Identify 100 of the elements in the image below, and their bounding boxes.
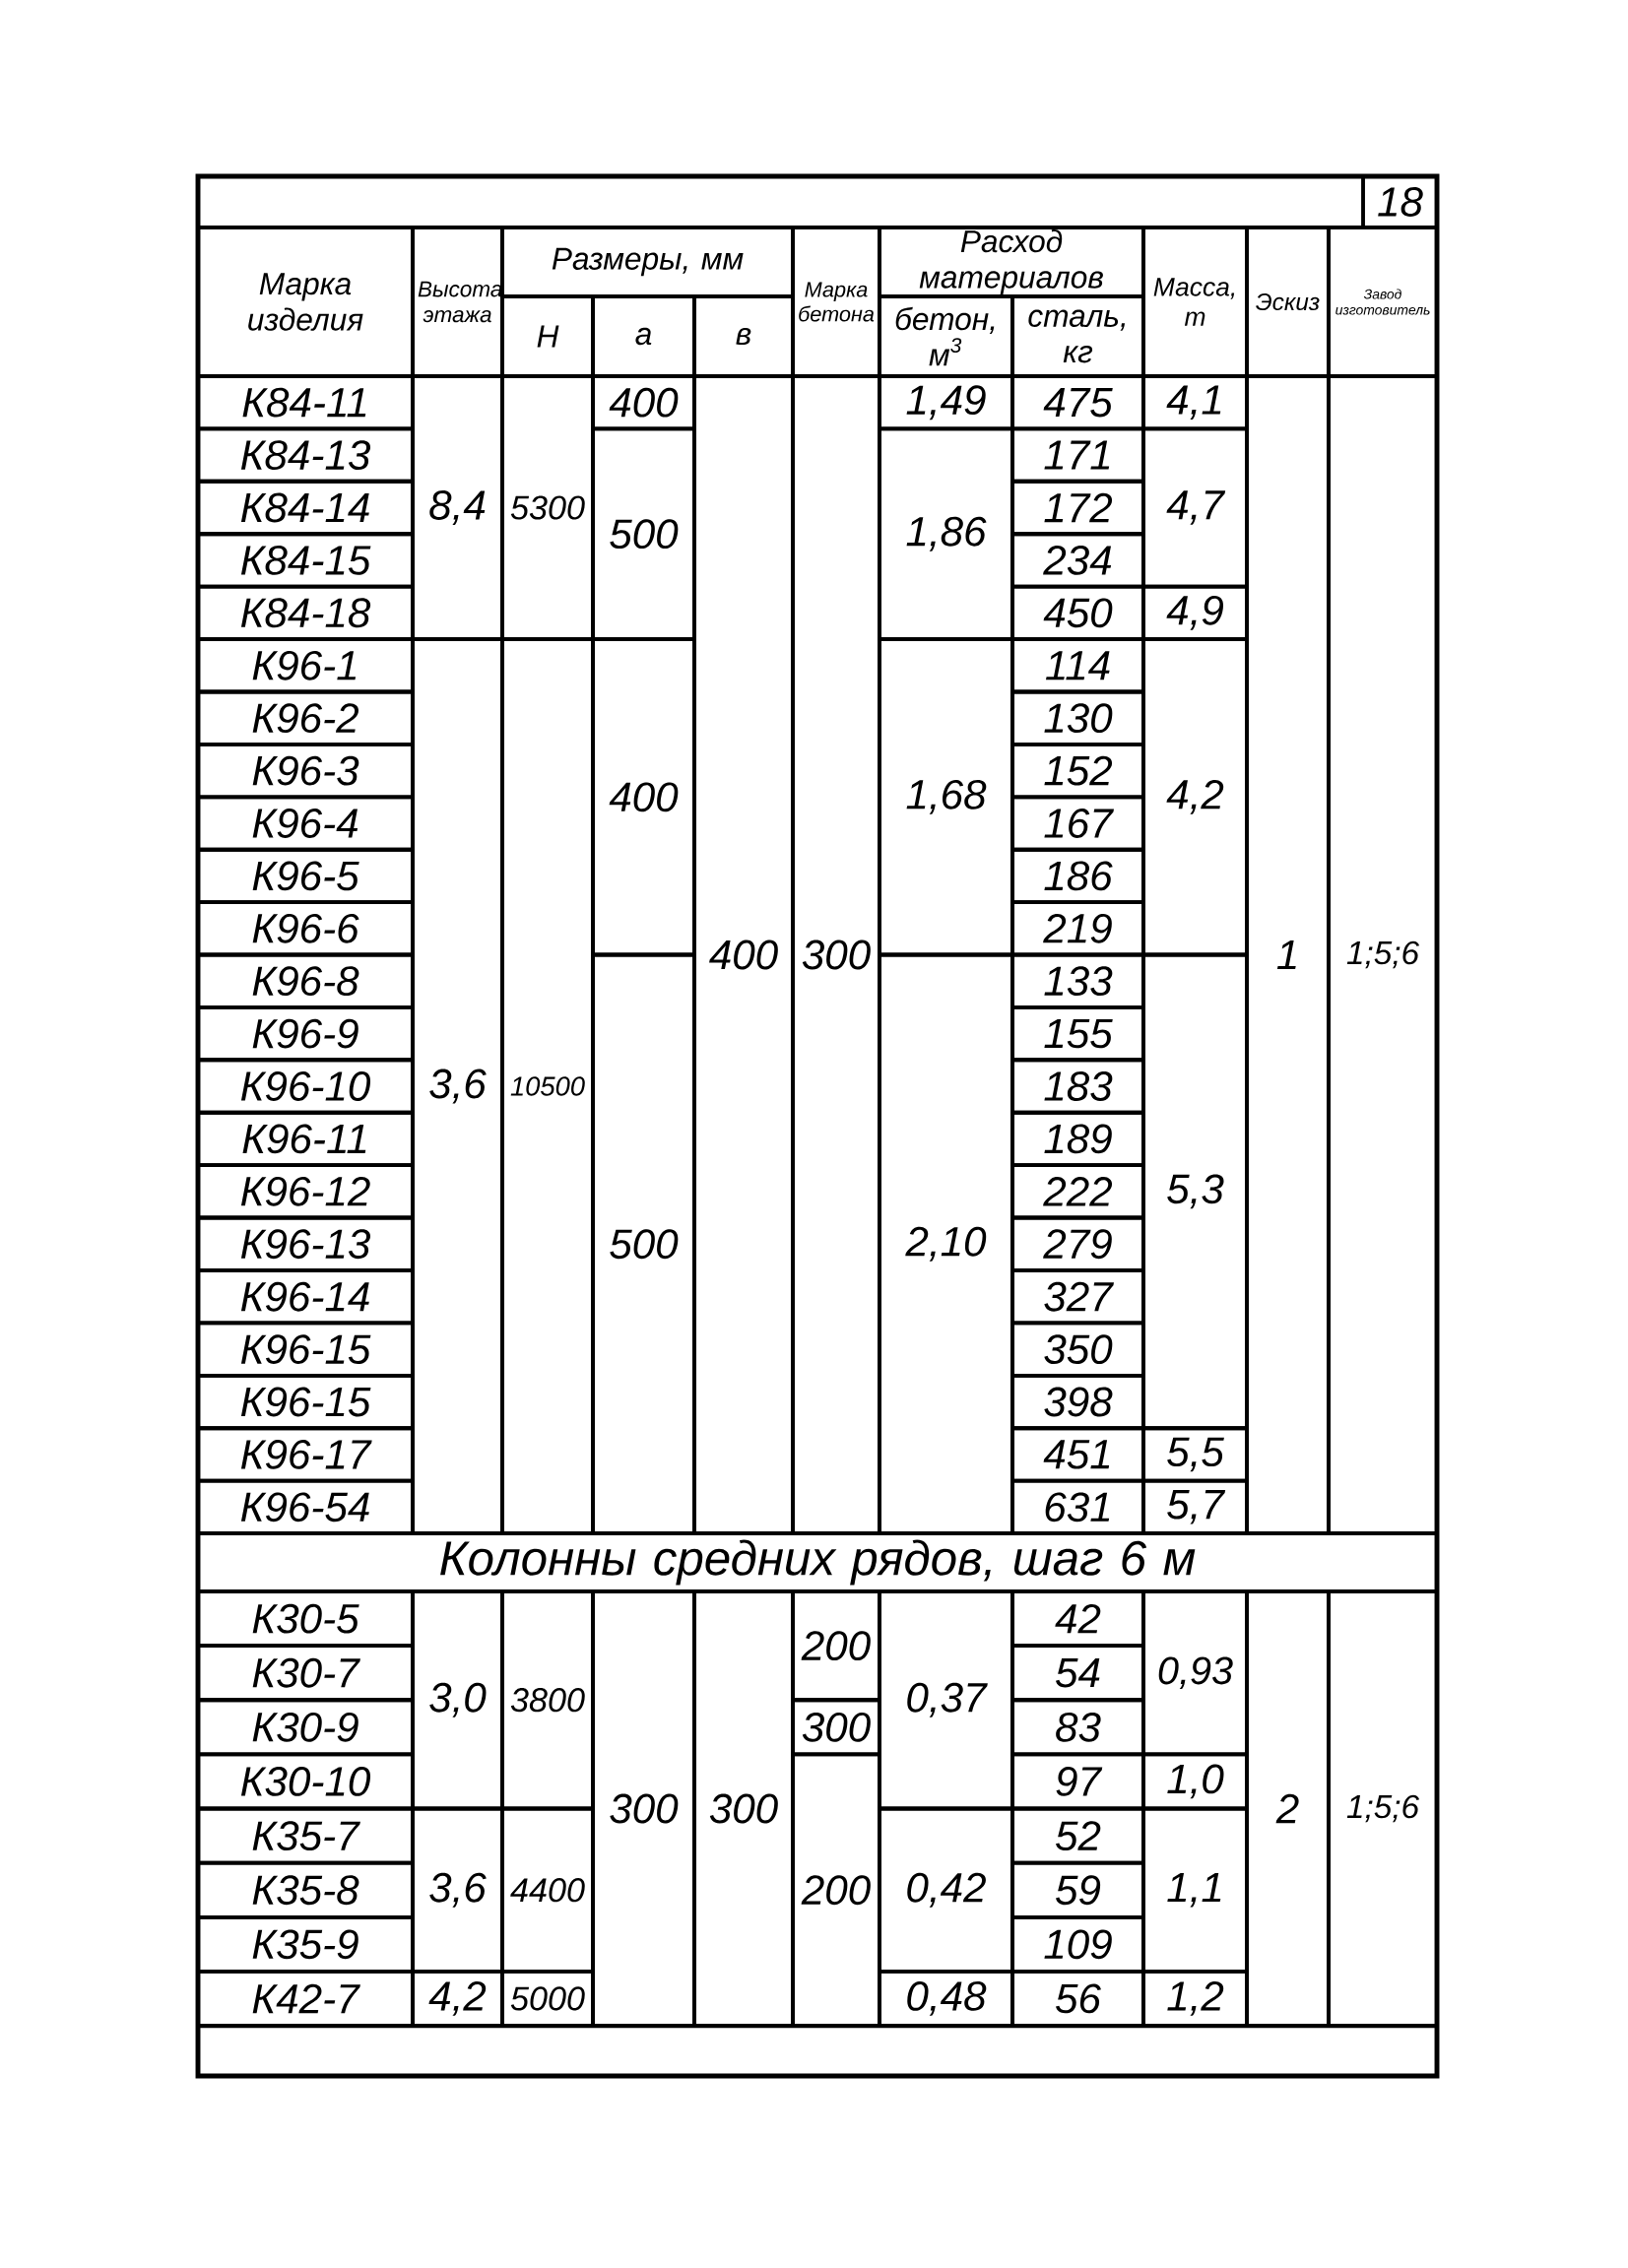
table-cell: К30-7 [196, 1644, 415, 1703]
table-cell: К35-9 [196, 1914, 415, 1974]
table-cell: 4,9 [1141, 584, 1249, 641]
table-cell: 200 [791, 1589, 881, 1703]
table-cell: 219 [1010, 900, 1145, 957]
table-cell: 300 [591, 1589, 696, 2028]
table-cell: 222 [1010, 1163, 1145, 1220]
table-cell: К96-17 [196, 1426, 415, 1483]
table-cell: 1;5;6 [1327, 1589, 1439, 2028]
table-cell: 1,1 [1141, 1806, 1249, 1974]
table-cell: К42-7 [196, 1970, 415, 2028]
table-cell: 300 [692, 1589, 795, 2028]
table-cell: К96-5 [196, 847, 415, 905]
table-cell: 56 [1010, 1970, 1145, 2028]
header-cell: Завод изготовитель [1327, 226, 1439, 378]
table-cell: К84-15 [196, 532, 415, 589]
table-cell: 5300 [500, 374, 595, 641]
table-cell: 186 [1010, 847, 1145, 905]
header-cell: в [692, 294, 795, 378]
table-cell: 59 [1010, 1860, 1145, 1919]
table-cell: 54 [1010, 1644, 1145, 1703]
header-cell: Марка бетона [791, 226, 881, 378]
table-cell: 1,0 [1141, 1752, 1249, 1811]
table-cell: К35-7 [196, 1806, 415, 1865]
table-cell: 1;5;6 [1327, 374, 1439, 1535]
header-cell: Марка изделия [196, 226, 415, 378]
table-cell: 0,48 [878, 1970, 1014, 2028]
table-cell: 400 [692, 374, 795, 1535]
table-cell: 200 [791, 1752, 881, 2028]
table-cell: К96-15 [196, 1321, 415, 1378]
header-cell: а [591, 294, 696, 378]
table-cell: 189 [1010, 1110, 1145, 1168]
table-cell: К96-13 [196, 1215, 415, 1272]
table-cell: 350 [1010, 1321, 1145, 1378]
table-cell: 97 [1010, 1752, 1145, 1811]
table-cell: К96-8 [196, 952, 415, 1009]
table-cell: 2 [1245, 1589, 1331, 2028]
table-cell: 4,7 [1141, 426, 1249, 589]
table-cell: 2,10 [878, 952, 1014, 1535]
table-cell: К96-10 [196, 1058, 415, 1115]
table-cell: К96-11 [196, 1110, 415, 1168]
table-cell: 1,49 [878, 374, 1014, 431]
table-cell: К30-5 [196, 1589, 415, 1649]
table-cell: 4,1 [1141, 374, 1249, 431]
table-cell: 1,68 [878, 637, 1014, 957]
table-cell: 0,93 [1141, 1589, 1249, 1757]
table-cell: 279 [1010, 1215, 1145, 1272]
header-cell: Высота этажа [411, 226, 504, 378]
table-cell: 400 [591, 637, 696, 957]
table-cell: К96-12 [196, 1163, 415, 1220]
table-cell: 500 [591, 426, 696, 641]
table-cell: 83 [1010, 1698, 1145, 1757]
table-cell: К84-18 [196, 584, 415, 641]
table-cell: 400 [591, 374, 696, 431]
table-cell: 114 [1010, 637, 1145, 694]
table-cell: 4,2 [411, 1970, 504, 2028]
table-cell: К35-8 [196, 1860, 415, 1919]
table-cell: 152 [1010, 742, 1145, 800]
table-cell: К96-1 [196, 637, 415, 694]
table-cell: К96-54 [196, 1478, 415, 1535]
table-cell: 1,86 [878, 426, 1014, 641]
table-cell: 0,37 [878, 1589, 1014, 1811]
table-cell: К96-9 [196, 1004, 415, 1063]
table-cell: 5,7 [1141, 1478, 1249, 1535]
table-cell: К30-10 [196, 1752, 415, 1811]
table-cell: К96-2 [196, 689, 415, 746]
table-cell: К30-9 [196, 1698, 415, 1757]
table-cell: 234 [1010, 532, 1145, 589]
table-cell: 3,6 [411, 637, 504, 1535]
table-cell: 631 [1010, 1478, 1145, 1535]
table-cell: 3800 [500, 1589, 595, 1811]
table-cell: К96-15 [196, 1373, 415, 1431]
table-cell: 1,2 [1141, 1970, 1249, 2028]
table-cell: 0,42 [878, 1806, 1014, 1974]
table-cell: 171 [1010, 426, 1145, 484]
table-cell: К96-14 [196, 1268, 415, 1326]
table-cell: 167 [1010, 795, 1145, 852]
table-cell: 130 [1010, 689, 1145, 746]
table-cell: 3,6 [411, 1806, 504, 1974]
section-heading: Колонны средних рядов, шаг 6 м [196, 1531, 1439, 1593]
table-cell: 500 [591, 952, 696, 1535]
table-cell: К96-3 [196, 742, 415, 800]
page-number: 18 [1361, 174, 1439, 229]
table-cell: 327 [1010, 1268, 1145, 1326]
table-cell: 4400 [500, 1806, 595, 1974]
table-cell: 5,5 [1141, 1426, 1249, 1483]
header-cell: Эскиз [1245, 226, 1331, 378]
table-cell: 155 [1010, 1004, 1145, 1063]
table-cell: 300 [791, 374, 881, 1535]
table-cell: 475 [1010, 374, 1145, 431]
table-cell: 300 [791, 1698, 881, 1757]
header-cell: сталь, кг [1010, 294, 1145, 378]
table-cell: 10500 [500, 637, 595, 1535]
header-cell: Масса, т [1141, 226, 1249, 378]
table-cell: 398 [1010, 1373, 1145, 1431]
table-cell: К84-14 [196, 479, 415, 537]
table-cell: 42 [1010, 1589, 1145, 1649]
table-cell: 183 [1010, 1058, 1145, 1115]
header-cell: Размеры, мм [500, 226, 795, 298]
table-cell: К84-13 [196, 426, 415, 484]
